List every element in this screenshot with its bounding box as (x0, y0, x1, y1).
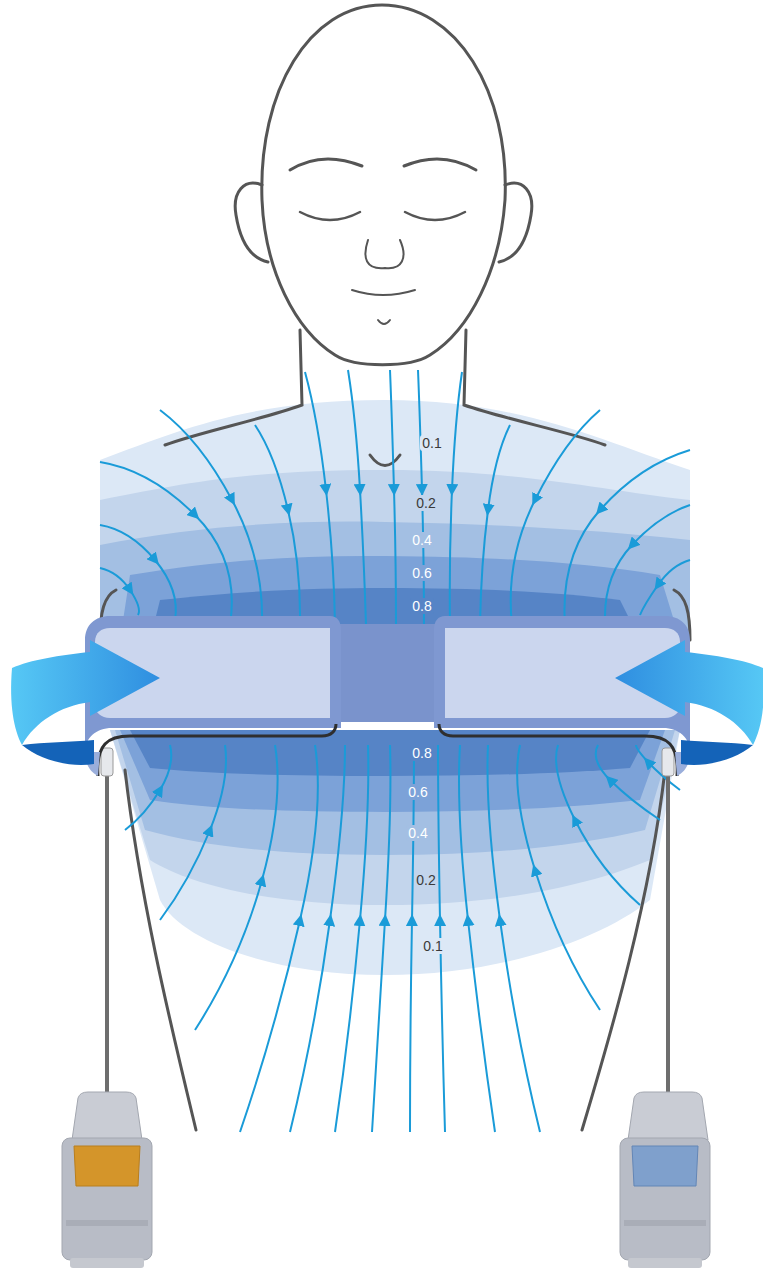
field-line (605, 505, 690, 620)
contour-value: 0.2 (414, 495, 437, 511)
arrow-front (11, 640, 160, 745)
belt (85, 616, 690, 776)
field-line (564, 450, 690, 625)
connector-left (62, 1092, 152, 1268)
connector-body (62, 1138, 152, 1260)
field-line (480, 425, 510, 625)
contour-value: 0.1 (420, 435, 443, 451)
belt-rim (98, 724, 336, 776)
cable-plug (101, 748, 113, 776)
arrow-back (22, 740, 94, 765)
field-line (255, 425, 300, 625)
field-lines (100, 370, 690, 1132)
contour-value: 0.6 (410, 565, 433, 581)
torso-side (125, 770, 196, 1130)
field-line (372, 745, 390, 1132)
field-line (305, 372, 335, 625)
field-line (556, 745, 640, 905)
connector-cap (628, 1092, 708, 1140)
contour-value: 0.8 (410, 598, 433, 614)
connector-body (620, 1138, 710, 1260)
field-line (348, 370, 366, 625)
field-line (640, 560, 690, 615)
contour-value: 0.2 (414, 872, 437, 888)
field-line (160, 410, 262, 625)
connector-cap (72, 1092, 142, 1140)
connector-right (620, 1092, 710, 1268)
contour-value: 0.1 (421, 938, 444, 954)
person-outline (100, 5, 690, 1130)
field-line (410, 745, 414, 1132)
contour-value: 0.4 (406, 825, 429, 841)
belt-rim (439, 724, 677, 776)
nose (365, 240, 403, 268)
ear (499, 183, 532, 262)
cable (105, 760, 109, 1095)
chin (378, 320, 390, 324)
connector-rib (66, 1220, 148, 1226)
eyebrow (290, 159, 362, 170)
band (115, 730, 675, 855)
field-line (459, 745, 495, 1132)
field-line (596, 745, 660, 820)
cable-plug (662, 748, 674, 776)
arrow-front (615, 640, 763, 745)
eye (300, 212, 360, 220)
torso-side (582, 770, 665, 1130)
connector-foot (628, 1258, 702, 1268)
band (120, 730, 665, 812)
head (262, 5, 506, 365)
field-line (160, 745, 226, 920)
field-line (390, 370, 396, 625)
band (110, 730, 680, 975)
field-line (290, 745, 345, 1132)
field-line (195, 745, 278, 1030)
tightening-arrow (615, 640, 763, 765)
field-bands-bottom (110, 730, 680, 975)
field-line (488, 745, 541, 1132)
field-line (100, 462, 232, 625)
contour-value: 0.4 (410, 532, 433, 548)
sternal-notch (370, 455, 400, 466)
arrow-back (681, 740, 753, 765)
cable (666, 760, 670, 1095)
field-line (100, 568, 139, 615)
contour-value: 0.8 (410, 745, 433, 761)
field-line (450, 372, 462, 625)
connector-tag (632, 1146, 698, 1186)
belt-middle (335, 624, 445, 722)
eyebrow (404, 159, 476, 170)
contour-value: 0.6 (406, 784, 429, 800)
connector-rib (624, 1220, 706, 1226)
field-line (511, 410, 600, 625)
field-line (240, 745, 318, 1132)
field-line (125, 745, 171, 830)
connector-tag (74, 1146, 140, 1186)
eye (405, 212, 465, 220)
ear (235, 183, 268, 262)
field-line (335, 745, 368, 1132)
tightening-arrow (11, 640, 160, 765)
field-line (517, 745, 600, 1010)
field-line (100, 525, 176, 620)
band (110, 730, 680, 905)
neck-shoulder (165, 330, 302, 445)
cables (101, 748, 674, 1095)
mouth (352, 290, 415, 295)
connector-foot (70, 1258, 144, 1268)
neck-shoulder (464, 330, 605, 445)
